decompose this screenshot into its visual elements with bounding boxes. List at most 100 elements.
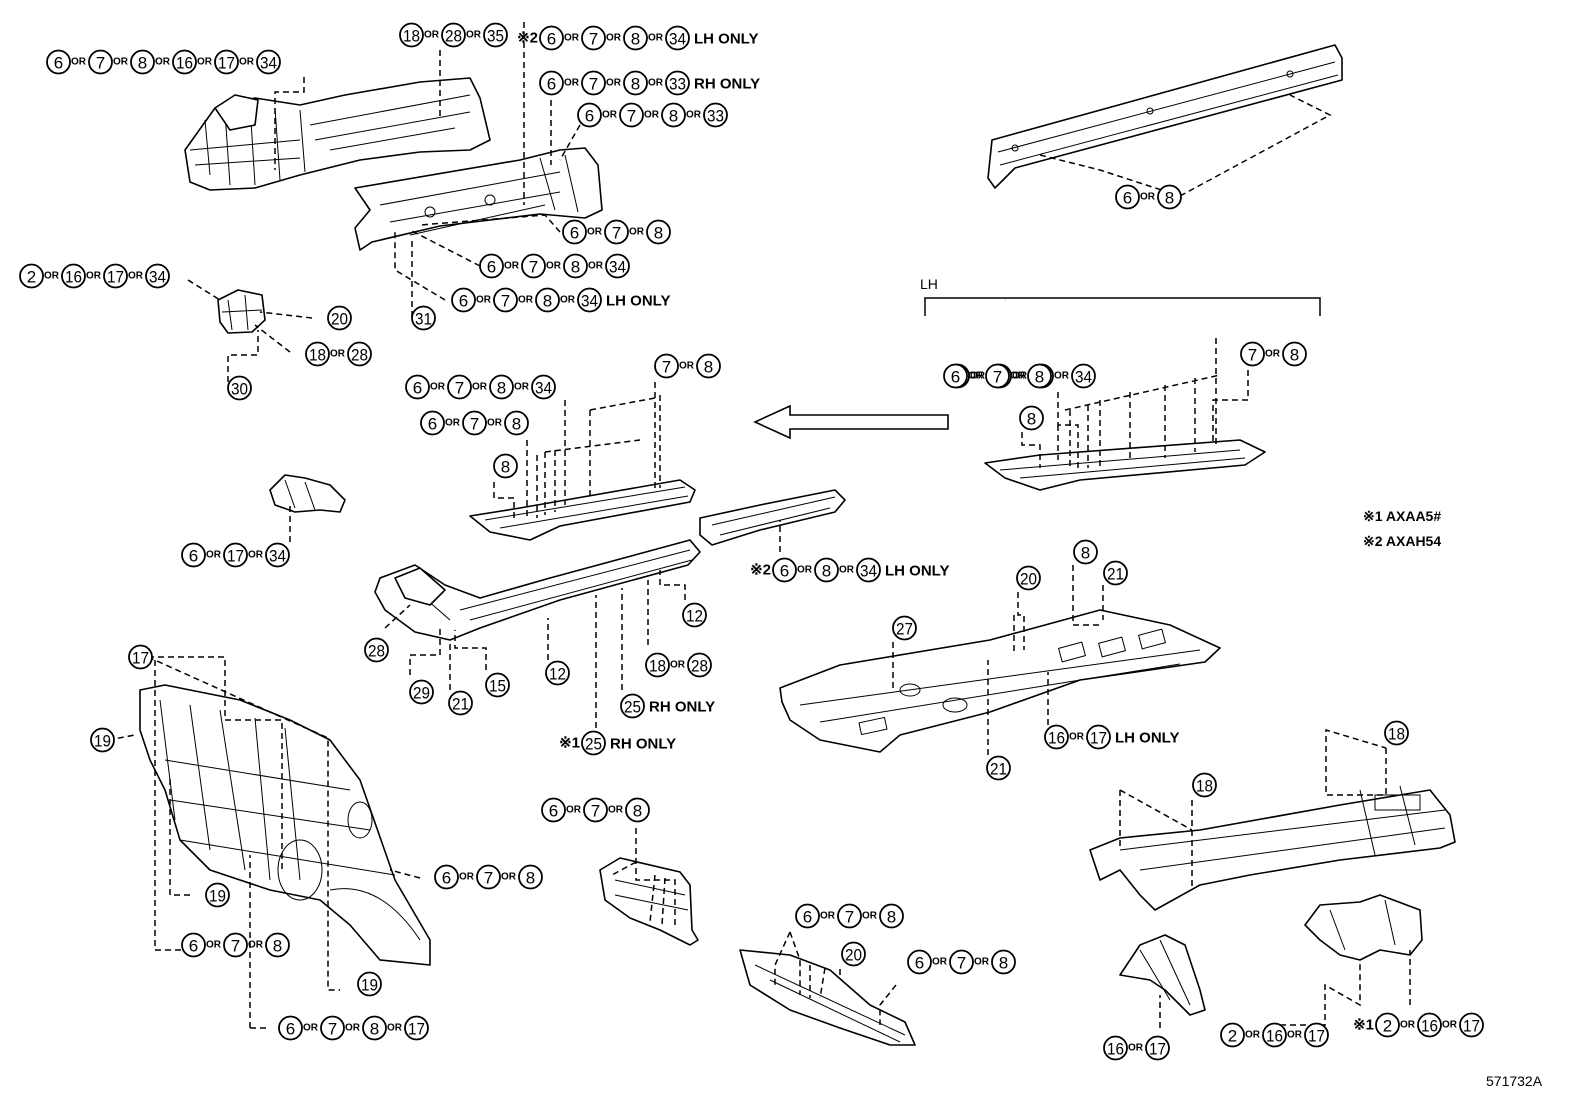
callout-or-word: OR — [303, 1023, 319, 1034]
callout-prefix: ※2 — [750, 562, 771, 579]
callout-part-number: 6 — [189, 547, 198, 566]
callout-circle — [949, 949, 974, 975]
callout-circle — [645, 652, 670, 678]
callout-circle — [399, 22, 424, 48]
leader-lines — [107, 22, 1411, 1029]
callout-circle — [814, 557, 839, 583]
direction-arrow — [753, 404, 949, 440]
callout-circle — [420, 410, 445, 436]
callout-part-number: 7 — [662, 358, 671, 377]
callout-or-word: OR — [1128, 1043, 1144, 1054]
callout-circle — [265, 542, 290, 568]
callout-circle — [1027, 363, 1052, 389]
callout-part-number: 6 — [951, 368, 960, 387]
callout-circle — [1240, 341, 1265, 367]
callout-part-number: 34 — [669, 30, 686, 49]
callout-or-word: OR — [466, 30, 482, 41]
callout-circle — [447, 374, 472, 400]
callout-part-number: 29 — [413, 684, 430, 703]
callout-part-number: 25 — [585, 735, 602, 754]
callout-circle — [88, 49, 113, 75]
front-crossmember — [739, 949, 916, 1046]
callout-circle — [411, 305, 436, 331]
rear-extension — [699, 489, 846, 546]
callout-part-number: 12 — [686, 607, 703, 626]
callout-part-number: 28 — [445, 27, 462, 46]
callout-group: 16 OR 17 — [1103, 1035, 1170, 1061]
callout-part-number: 8 — [669, 107, 678, 126]
callout-circle — [19, 263, 44, 289]
callout-part-number: 34 — [269, 547, 286, 566]
note-2: ※2 AXAH54 — [1363, 533, 1441, 549]
callout-circle — [364, 637, 389, 663]
callout-or-word: OR — [1400, 1020, 1416, 1031]
callout-circle — [214, 49, 239, 75]
callout-part-number: 33 — [669, 75, 686, 94]
callout-or-word: OR — [430, 382, 446, 393]
callout-circle — [892, 615, 917, 641]
callout-or-word: OR — [487, 418, 503, 429]
callout-circle — [409, 679, 434, 705]
callout-circle — [879, 903, 904, 929]
callout-group: 8 — [1073, 539, 1098, 565]
callout-part-number: 18 — [1388, 725, 1405, 744]
callout-group: 8 — [1019, 405, 1044, 431]
callout-or-word: OR — [71, 57, 87, 68]
callout-or-word: OR — [1287, 1030, 1303, 1041]
callout-or-word: OR — [472, 382, 488, 393]
callout-part-number: 8 — [526, 869, 535, 888]
callout-part-number: 27 — [896, 620, 913, 639]
callout-or-word: OR — [602, 110, 618, 121]
callout-suffix: RH ONLY — [649, 699, 715, 716]
callout-circle — [476, 864, 501, 890]
callout-circle — [1145, 1035, 1170, 1061]
callout-circle — [347, 341, 372, 367]
callout-or-word: OR — [197, 57, 213, 68]
callout-circle — [357, 971, 382, 997]
callout-part-number: 31 — [415, 310, 432, 329]
callout-part-number: 16 — [1107, 1040, 1124, 1059]
callout-circle — [625, 797, 650, 823]
callout-part-number: 7 — [231, 937, 240, 956]
callout-part-number: 19 — [361, 976, 378, 995]
callout-part-number: 7 — [1248, 346, 1257, 365]
callout-part-number: 7 — [484, 869, 493, 888]
callout-part-number: 7 — [591, 802, 600, 821]
callout-part-number: 6 — [442, 869, 451, 888]
callout-circle — [531, 374, 556, 400]
floor-tunnel — [1089, 785, 1456, 911]
callout-part-number: 7 — [470, 415, 479, 434]
callout-circle — [128, 644, 153, 670]
callout-or-word: OR — [128, 271, 144, 282]
callout-part-number: 7 — [328, 1020, 337, 1039]
callout-group: 17 — [128, 644, 153, 670]
callout-circle — [563, 253, 588, 279]
callout-part-number: 7 — [993, 368, 1002, 387]
callout-part-number: 17 — [1149, 1040, 1166, 1059]
callout-or-word: OR — [113, 57, 129, 68]
callout-group: 31 — [411, 305, 436, 331]
lh-bracket-label: LH — [920, 276, 938, 292]
callout-part-number: 6 — [780, 562, 789, 581]
callout-part-number: 8 — [999, 954, 1008, 973]
callout-group: 27 — [892, 615, 917, 641]
callout-circle — [1115, 184, 1140, 210]
callout-part-number: 7 — [589, 75, 598, 94]
callout-or-word: OR — [648, 78, 664, 89]
callout-circle — [539, 70, 564, 96]
callout-part-number: 35 — [487, 27, 504, 46]
small-bracket — [217, 289, 266, 334]
callout-or-word: OR — [155, 57, 171, 68]
callout-part-number: 6 — [547, 30, 556, 49]
callout-or-word: OR — [1010, 371, 1026, 382]
callout-or-word: OR — [504, 261, 520, 272]
callout-or-word: OR — [968, 371, 984, 382]
callout-group: 19 — [90, 727, 115, 753]
